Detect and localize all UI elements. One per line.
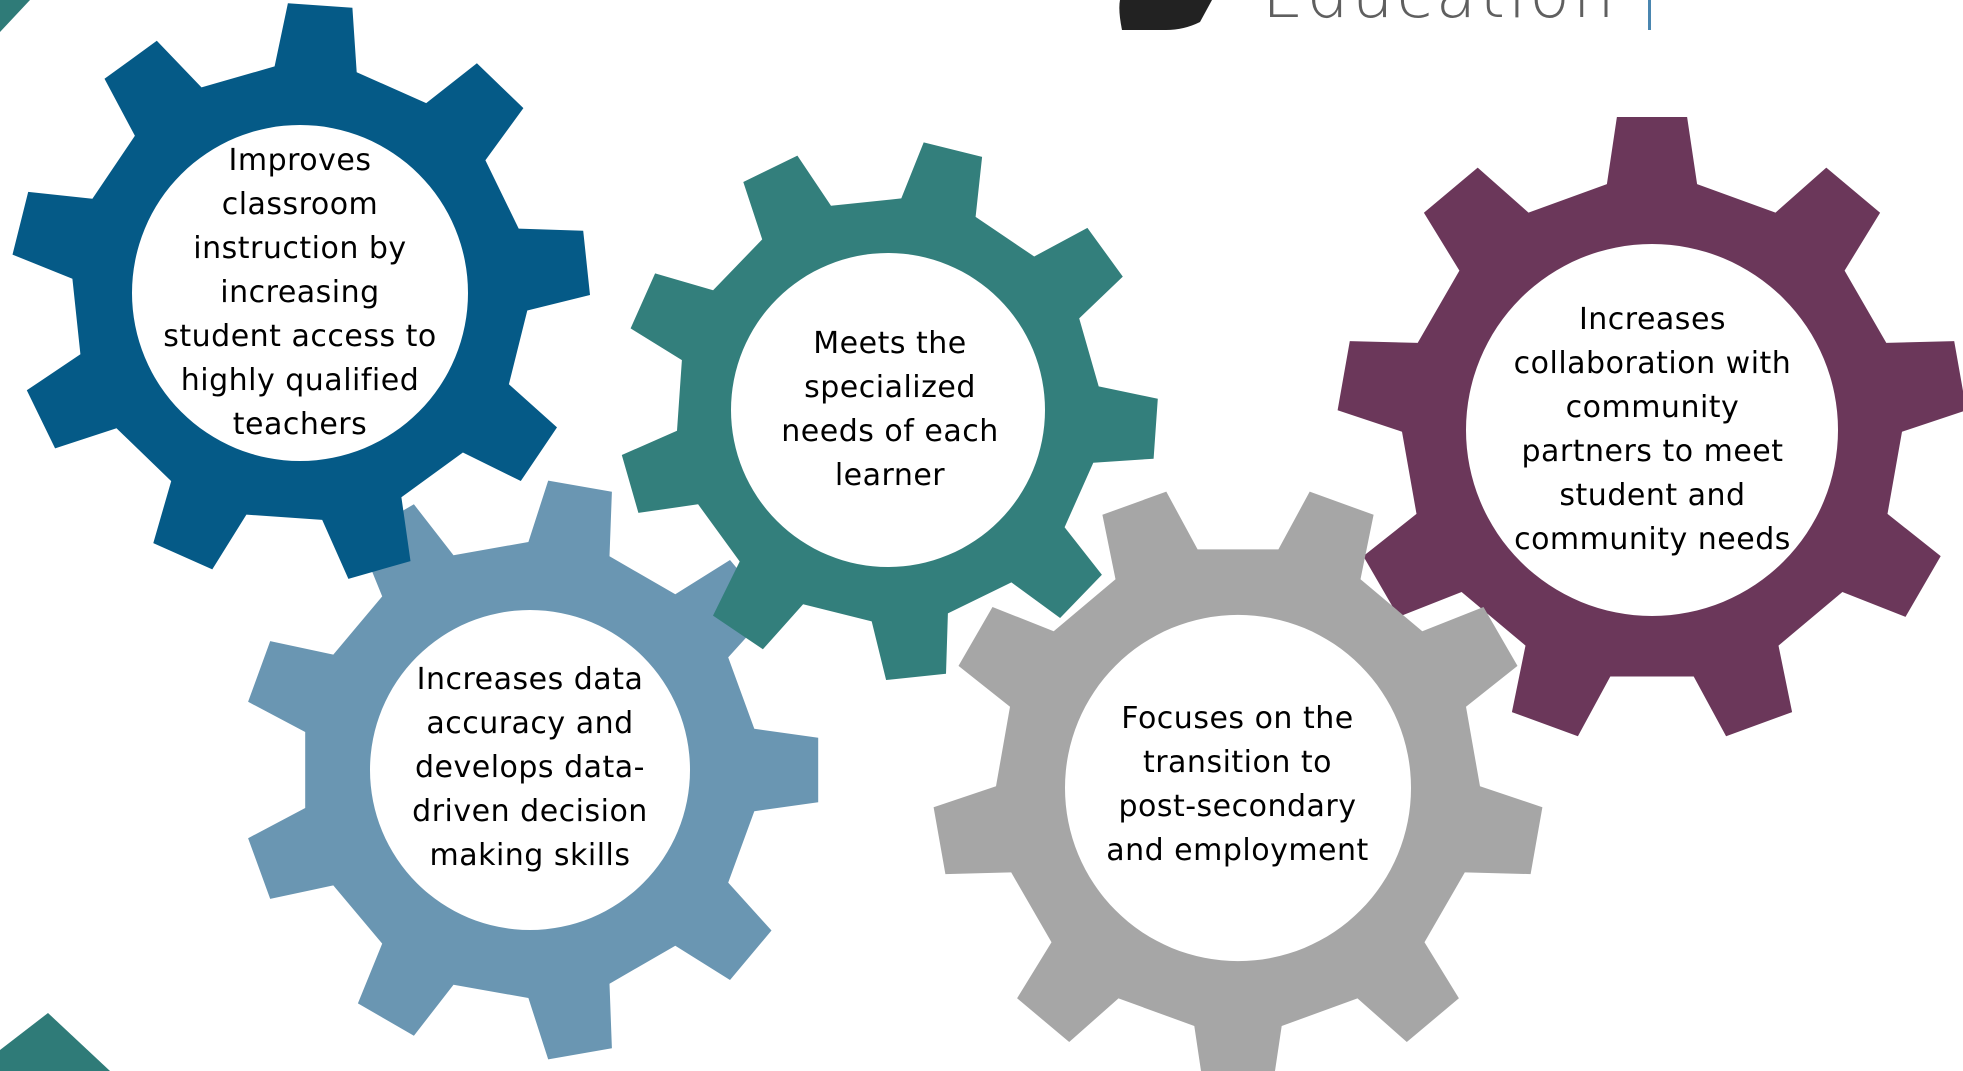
gear-label-instruction: Improves classroom instruction by increa… — [163, 143, 437, 442]
gear-label-collaboration: Increases collaboration with community p… — [1513, 302, 1792, 557]
logo-mark-icon — [1119, 0, 1212, 30]
logo-divider — [1648, 0, 1651, 30]
gear-plum-collaboration — [1337, 117, 1963, 737]
logo-text: Education — [1262, 0, 1618, 30]
gear-dark-blue-instruction — [12, 3, 590, 579]
corner-accent-bottom-left — [0, 1013, 110, 1071]
gear-label-data: Increases data accuracy and develops dat… — [412, 661, 648, 873]
gear-light-blue-data — [248, 480, 819, 1060]
gear-teal-specialized — [621, 142, 1158, 680]
gear-label-transition: Focuses on the transition to post-second… — [1106, 701, 1369, 868]
corner-accent-top-left — [0, 0, 30, 32]
gear-gray-transition — [933, 491, 1543, 1071]
gear-label-specialized: Meets the specialized needs of each lear… — [781, 326, 999, 493]
